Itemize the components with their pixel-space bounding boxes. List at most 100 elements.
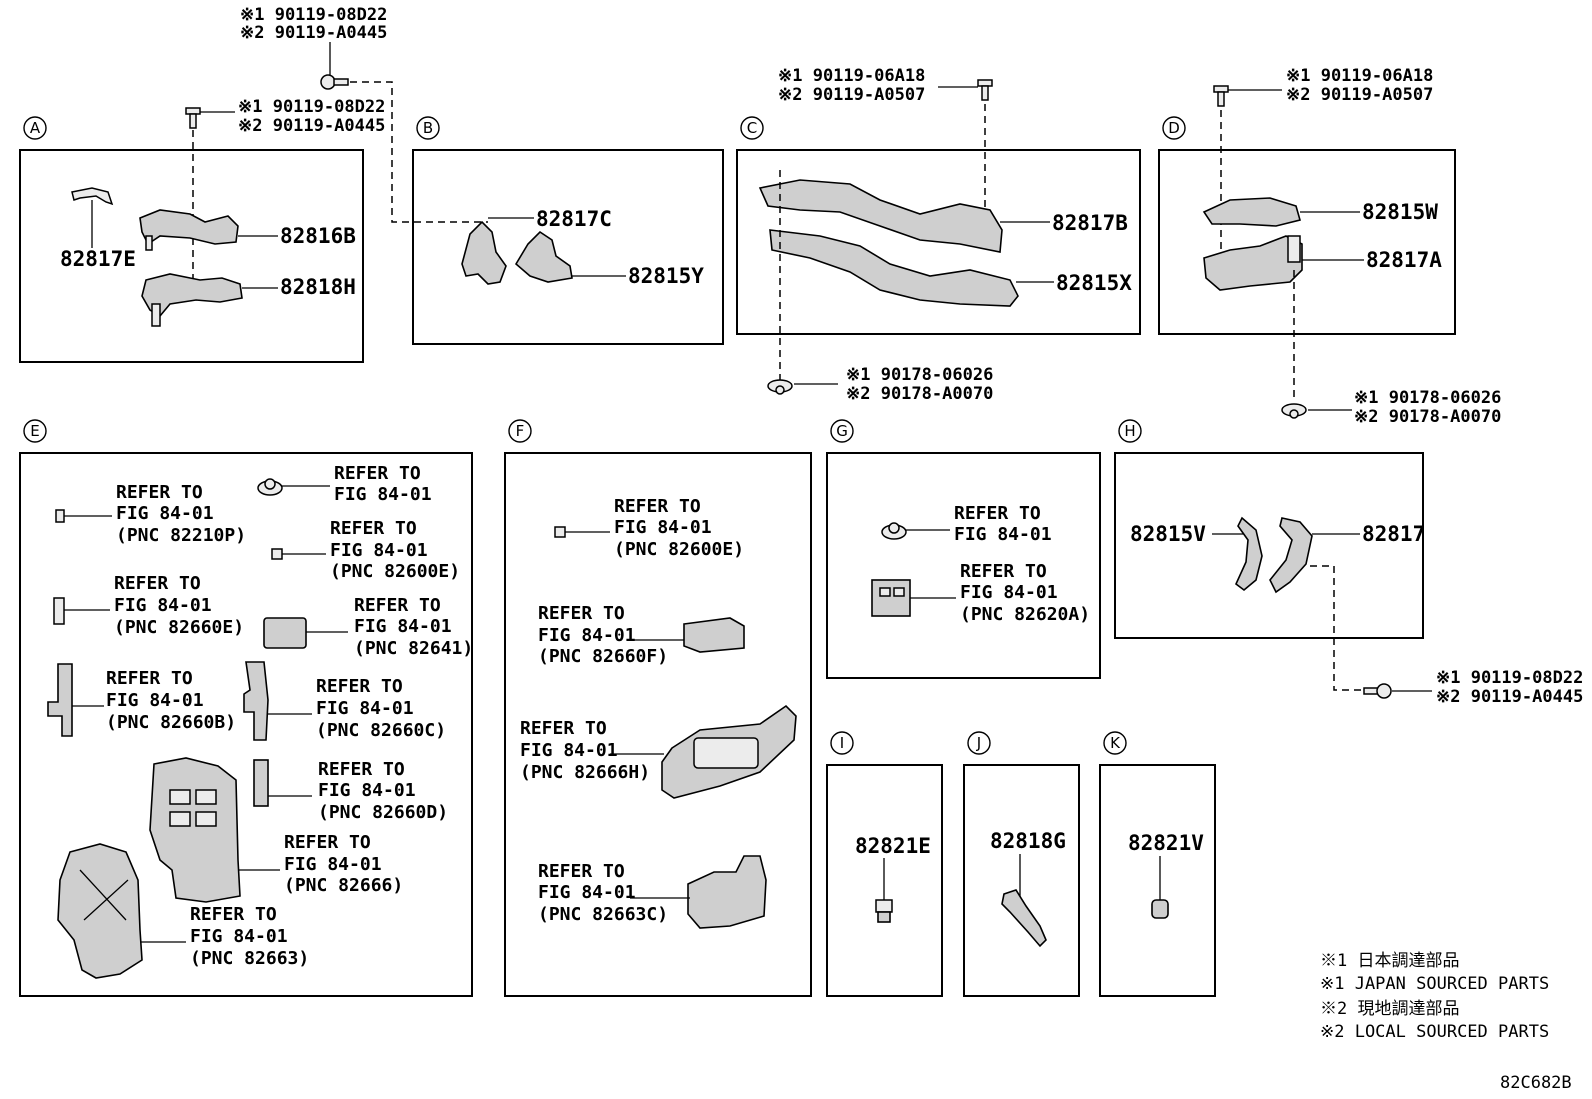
bolt-icon: [977, 79, 993, 101]
part-number: 82817C: [536, 207, 612, 231]
legend-line: ※1 JAPAN SOURCED PARTS: [1320, 974, 1549, 994]
refer-fig: FIG 84-01: [538, 625, 636, 646]
section-label-j: J: [967, 731, 991, 755]
section-label-b: B: [416, 116, 440, 140]
clamp-82818g-icon: [1001, 889, 1047, 948]
bolt-icon: [185, 107, 201, 129]
fastener-label: ※1 90119-06A18: [778, 66, 925, 86]
legend-line: ※2 現地調達部品: [1320, 999, 1459, 1019]
refer-text: REFER TO: [114, 573, 201, 594]
svg-text:F: F: [516, 422, 525, 440]
connector-icon: [47, 663, 73, 737]
module-icon: [871, 579, 911, 617]
refer-fig: FIG 84-01: [520, 740, 618, 761]
refer-fig: FIG 84-01: [318, 780, 416, 801]
figure-code: 82C682B: [1500, 1073, 1572, 1093]
fastener-label: ※2 90119-A0445: [238, 116, 385, 136]
refer-fig: FIG 84-01: [334, 484, 432, 505]
section-label-d: D: [1162, 116, 1186, 140]
refer-text: REFER TO: [318, 759, 405, 780]
svg-text:B: B: [423, 119, 433, 137]
refer-fig: FIG 84-01: [284, 854, 382, 875]
section-j-box: [963, 764, 1080, 997]
part-82815w-icon: [1202, 197, 1301, 227]
bracket-icon: [661, 704, 797, 799]
section-h-box: [1114, 452, 1424, 639]
section-label-k: K: [1103, 731, 1127, 755]
part-number: 82816B: [280, 224, 356, 248]
refer-pnc: (PNC 82660C): [316, 720, 446, 741]
part-82817-icon: [1269, 517, 1313, 594]
refer-text: REFER TO: [538, 603, 625, 624]
refer-fig: FIG 84-01: [114, 595, 212, 616]
svg-text:E: E: [30, 422, 39, 440]
refer-text: REFER TO: [106, 668, 193, 689]
part-number: 82817A: [1366, 248, 1442, 272]
refer-pnc: (PNC 82660F): [538, 646, 668, 667]
connector-icon: [554, 526, 566, 538]
grommet-82821v-icon: [1151, 899, 1169, 919]
refer-fig: FIG 84-01: [106, 690, 204, 711]
section-label-g: G: [830, 419, 854, 443]
refer-pnc: (PNC 82666H): [520, 762, 650, 783]
svg-text:A: A: [30, 119, 41, 137]
refer-text: REFER TO: [354, 595, 441, 616]
refer-fig: FIG 84-01: [116, 503, 214, 524]
refer-text: REFER TO: [538, 861, 625, 882]
refer-fig: FIG 84-01: [954, 524, 1052, 545]
connector-icon: [683, 617, 745, 653]
junction-block-icon: [149, 757, 241, 903]
leader-dashed: [350, 81, 488, 223]
refer-fig: FIG 84-01: [316, 698, 414, 719]
section-c-box: [736, 149, 1141, 335]
part-82815x-icon: [769, 229, 1019, 307]
refer-text: REFER TO: [954, 503, 1041, 524]
svg-text:C: C: [747, 119, 757, 137]
legend-line: ※2 LOCAL SOURCED PARTS: [1320, 1022, 1549, 1042]
part-number: 82818G: [990, 829, 1066, 853]
fastener-label: ※2 90178-A0070: [1354, 407, 1501, 427]
refer-fig: FIG 84-01: [614, 517, 712, 538]
fastener-82821e-icon: [875, 899, 893, 923]
svg-text:K: K: [1110, 734, 1121, 752]
section-f-box: [504, 452, 812, 997]
fastener-label: ※1 90119-08D22: [1436, 668, 1583, 688]
section-d-box: [1158, 149, 1456, 335]
refer-text: REFER TO: [190, 904, 277, 925]
part-number: 82821E: [855, 834, 931, 858]
part-number: 82815V: [1130, 522, 1206, 546]
svg-text:I: I: [840, 734, 844, 752]
refer-text: REFER TO: [960, 561, 1047, 582]
fastener-label: ※1 90119-08D22: [238, 97, 385, 117]
svg-text:D: D: [1168, 119, 1180, 137]
refer-pnc: (PNC 82600E): [614, 539, 744, 560]
junction-cover-icon: [57, 843, 143, 979]
fastener-label: ※1 90119-08D22: [240, 5, 387, 25]
connector-icon: [243, 661, 269, 741]
part-82817b-icon: [758, 179, 1003, 253]
refer-fig: FIG 84-01: [330, 540, 428, 561]
fastener-label: ※2 90119-A0445: [1436, 687, 1583, 707]
part-number: 82817E: [60, 247, 136, 271]
refer-pnc: (PNC 82660E): [114, 617, 244, 638]
section-label-f: F: [508, 419, 532, 443]
refer-fig: FIG 84-01: [960, 582, 1058, 603]
part-82817a-icon: [1203, 235, 1303, 291]
refer-text: REFER TO: [520, 718, 607, 739]
part-number: 82818H: [280, 275, 356, 299]
refer-pnc: (PNC 82641): [354, 638, 473, 659]
section-label-h: H: [1118, 419, 1142, 443]
connector-icon: [55, 509, 65, 523]
section-label-e: E: [23, 419, 47, 443]
part-number: 82821V: [1128, 831, 1204, 855]
refer-text: REFER TO: [334, 463, 421, 484]
refer-pnc: (PNC 82600E): [330, 561, 460, 582]
refer-text: REFER TO: [330, 518, 417, 539]
fastener-label: ※1 90178-06026: [846, 365, 993, 385]
refer-fig: FIG 84-01: [538, 882, 636, 903]
connector-icon: [271, 548, 283, 560]
section-label-a: A: [23, 116, 47, 140]
cover-icon: [687, 855, 767, 929]
refer-text: REFER TO: [316, 676, 403, 697]
